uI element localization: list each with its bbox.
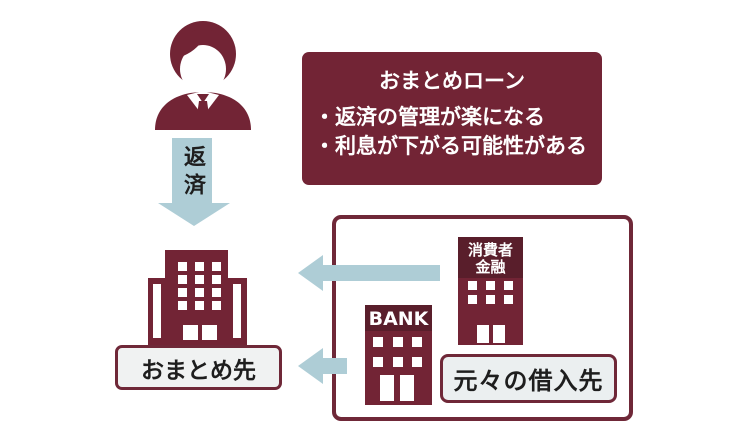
office-building-icon [148,250,247,345]
consolidation-label: おまとめ先 [115,345,282,390]
consumer-finance-building-icon: 消費者 金融 [458,237,523,345]
consumer-finance-sign-line-2: 金融 [474,258,505,276]
businessman-icon [155,21,251,130]
info-box-bullet-1: ・返済の管理が楽になる [314,105,545,129]
original-lenders-label: 元々の借入先 [440,354,617,403]
info-box-title: おまとめローン [379,69,525,93]
consumer-finance-sign-line-1: 消費者 [468,241,513,259]
info-box: おまとめローン ・返済の管理が楽になる ・利息が下がる可能性がある [302,52,602,185]
repay-arrow-label: 返済 [180,145,205,201]
info-box-bullet-2: ・利息が下がる可能性がある [314,134,587,158]
bank-building-icon: BANK [365,305,432,405]
bank-sign-text: BANK [369,308,430,330]
